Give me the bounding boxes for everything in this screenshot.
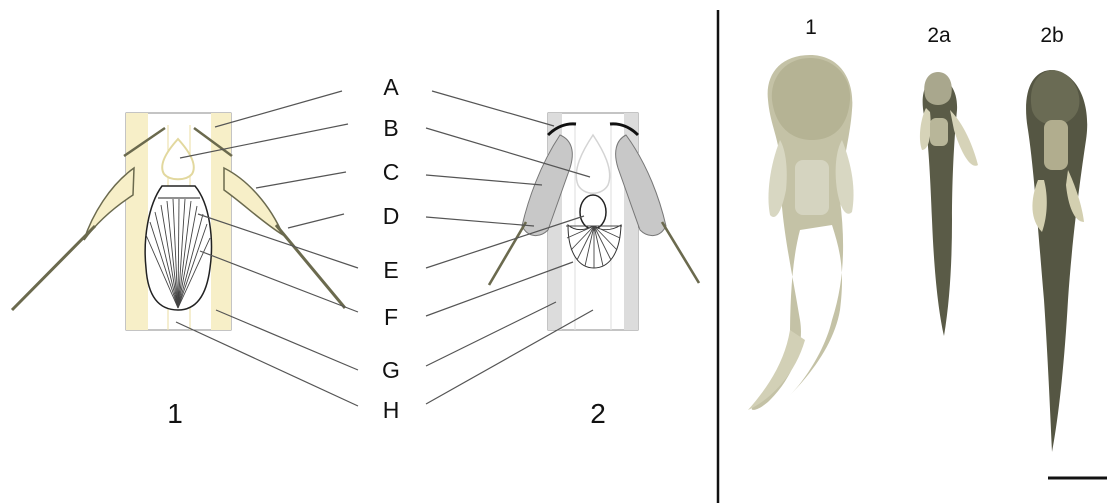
leader-a-right: [432, 91, 554, 126]
leader-d-left: [288, 214, 344, 228]
diagram-1-pectoral-fin-right: [224, 168, 283, 235]
leader-h-left: [176, 322, 358, 406]
label-h: H: [383, 397, 400, 423]
diagram-1: [12, 113, 345, 330]
letter-labels: A B C D E F G H: [382, 74, 400, 423]
fish-1-disc: [795, 160, 829, 215]
diagram-1-spine-left: [12, 226, 95, 310]
diagram-2-small-oval: [580, 195, 606, 229]
leader-a-left: [215, 91, 342, 127]
label-f: F: [384, 304, 398, 330]
diagram-2-spine-left: [489, 222, 526, 285]
fish-specimen-1: [748, 55, 854, 410]
fish-2a-disc: [930, 118, 948, 146]
photo-label-2b: 2b: [1040, 24, 1063, 47]
fish-specimen-2a: [920, 72, 978, 336]
leader-g-right: [426, 302, 556, 366]
diagram-2: [489, 113, 699, 330]
label-g: G: [382, 357, 400, 383]
fish-2b-disc: [1044, 120, 1068, 170]
label-c: C: [383, 159, 400, 185]
diagram-1-number: 1: [167, 398, 183, 429]
leader-c-right: [426, 175, 542, 185]
photo-label-2a: 2a: [927, 24, 951, 47]
fish-1-head: [772, 58, 850, 140]
label-e: E: [383, 257, 398, 283]
leader-g-left: [216, 310, 358, 370]
diagram-2-spine-right: [662, 222, 699, 283]
diagram-1-spine-right: [276, 225, 345, 308]
leader-h-right: [426, 310, 593, 404]
leader-d-right: [426, 217, 534, 226]
leader-c-left: [256, 172, 346, 188]
fish-2a-head: [924, 72, 952, 105]
label-d: D: [383, 203, 400, 229]
diagram-1-side-band-left: [126, 113, 148, 330]
fish-specimen-2b: [1026, 70, 1087, 452]
photo-panel: 1 2a 2b: [748, 16, 1107, 478]
label-b: B: [383, 115, 398, 141]
diagram-2-number: 2: [590, 398, 606, 429]
fish-2b-head: [1031, 70, 1080, 125]
label-a: A: [383, 74, 399, 100]
photo-label-1: 1: [805, 16, 817, 39]
fish-1-tail: [748, 330, 805, 410]
